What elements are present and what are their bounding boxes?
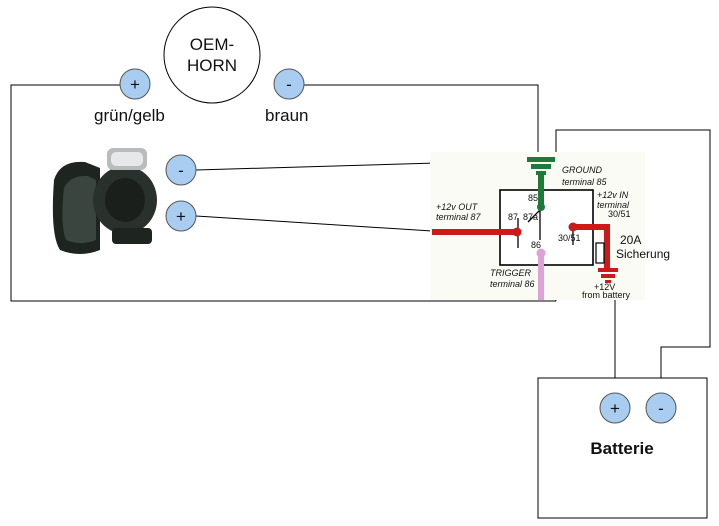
braun-wire [302, 84, 539, 158]
battery-minus-terminal: - [645, 392, 677, 424]
pin-3051-label: 30/51 [558, 233, 581, 243]
battery-minus-sign: - [658, 399, 664, 418]
battery-label: Batterie [590, 439, 653, 458]
wire-plus-label: grün/gelb [94, 106, 165, 125]
from-battery-2-label: from battery [582, 290, 631, 300]
pin-86-label: 86 [531, 240, 541, 250]
in-num-label: 30/51 [608, 209, 631, 219]
relay-labels: GROUND terminal 85 85 +12v IN terminal 3… [436, 165, 631, 300]
loop-wire [10, 84, 556, 302]
battery-plus-sign: + [610, 399, 620, 418]
out-label: +12v OUT [436, 202, 479, 212]
wire-minus-label: braun [265, 106, 308, 125]
in-label: +12v IN [597, 190, 629, 200]
out-wire-87 [432, 227, 522, 237]
oem-minus-terminal: - [273, 68, 305, 100]
ground-terminal-label: terminal 85 [562, 177, 608, 187]
oem-horn-label-2: HORN [187, 56, 237, 75]
horn-plus-sign: + [176, 207, 186, 226]
out-terminal-label: terminal 87 [436, 212, 482, 222]
horn-minus-sign: - [178, 161, 184, 180]
in-terminal-label: terminal [597, 200, 630, 210]
from-battery-1-label: +12V [594, 282, 615, 292]
horn-icon [52, 148, 157, 254]
pin-85-label: 85 [528, 193, 538, 203]
horn-minus-terminal: - [165, 154, 197, 186]
oem-plus-sign: + [130, 75, 140, 94]
oem-horn-label-1: OEM- [190, 35, 234, 54]
pin-87a-label: 87a [523, 212, 538, 222]
oem-minus-sign: - [286, 75, 292, 94]
battery-plus-terminal: + [599, 392, 631, 424]
in-wire-3051 [568, 222, 618, 283]
oem-plus-terminal: + [119, 68, 151, 100]
ground-wire-85 [527, 157, 555, 211]
fuse-symbol [595, 242, 605, 264]
fuse-label: Sicherung [616, 247, 670, 261]
horn-plus-terminal: + [165, 200, 197, 232]
trigger-label: TRIGGER [490, 268, 532, 278]
oem-horn-circle [163, 6, 261, 104]
pin-87-label: 87 [508, 212, 518, 222]
horn-plus-wire [195, 215, 433, 232]
fuse-rating-label: 20A [620, 233, 641, 247]
trigger-terminal-label: terminal 86 [490, 279, 535, 289]
ground-label: GROUND [562, 165, 602, 175]
trigger-wire-86 [536, 248, 546, 300]
